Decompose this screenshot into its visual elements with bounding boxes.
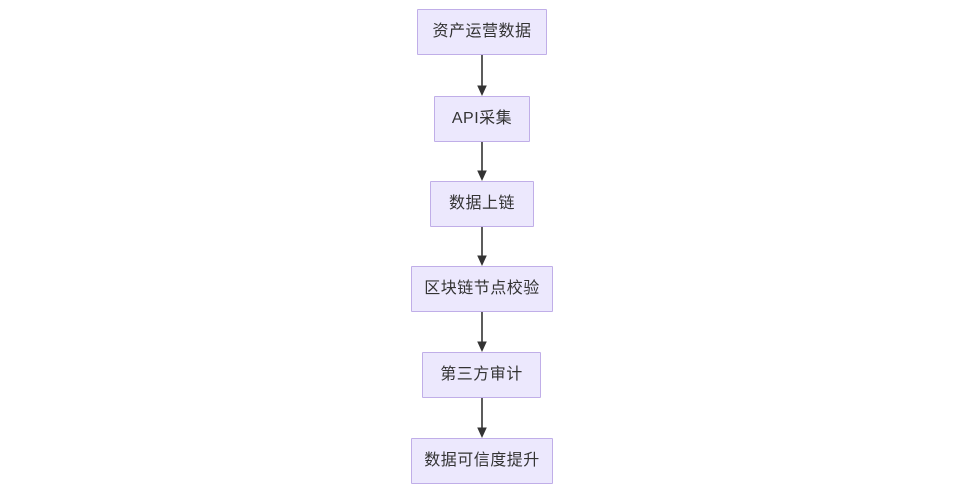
flow-node-label: 资产运营数据	[432, 23, 532, 40]
edge-n4-n5	[477, 312, 487, 352]
arrowhead-icon	[477, 85, 487, 96]
flow-node-label: 数据可信度提升	[424, 452, 540, 469]
flow-node-asset-operation-data[interactable]: 资产运营数据	[417, 9, 547, 55]
arrowhead-icon	[477, 170, 487, 181]
flow-node-data-on-chain[interactable]: 数据上链	[430, 181, 534, 227]
arrowhead-icon	[477, 341, 487, 352]
edge-n2-n3	[477, 142, 487, 181]
flow-node-api-collection[interactable]: API采集	[434, 96, 530, 142]
flow-node-third-party-audit[interactable]: 第三方审计	[422, 352, 541, 398]
arrowhead-icon	[477, 255, 487, 266]
flow-node-label: API采集	[451, 110, 513, 127]
edge-n5-n6	[477, 398, 487, 438]
flow-node-label: 区块链节点校验	[424, 280, 540, 297]
arrowhead-icon	[477, 427, 487, 438]
flow-node-data-credibility-improvement[interactable]: 数据可信度提升	[411, 438, 553, 484]
flow-node-label: 第三方审计	[440, 366, 523, 383]
flow-node-blockchain-node-verification[interactable]: 区块链节点校验	[411, 266, 553, 312]
flow-node-label: 数据上链	[448, 195, 515, 212]
edge-n3-n4	[477, 227, 487, 266]
edge-n1-n2	[477, 55, 487, 96]
